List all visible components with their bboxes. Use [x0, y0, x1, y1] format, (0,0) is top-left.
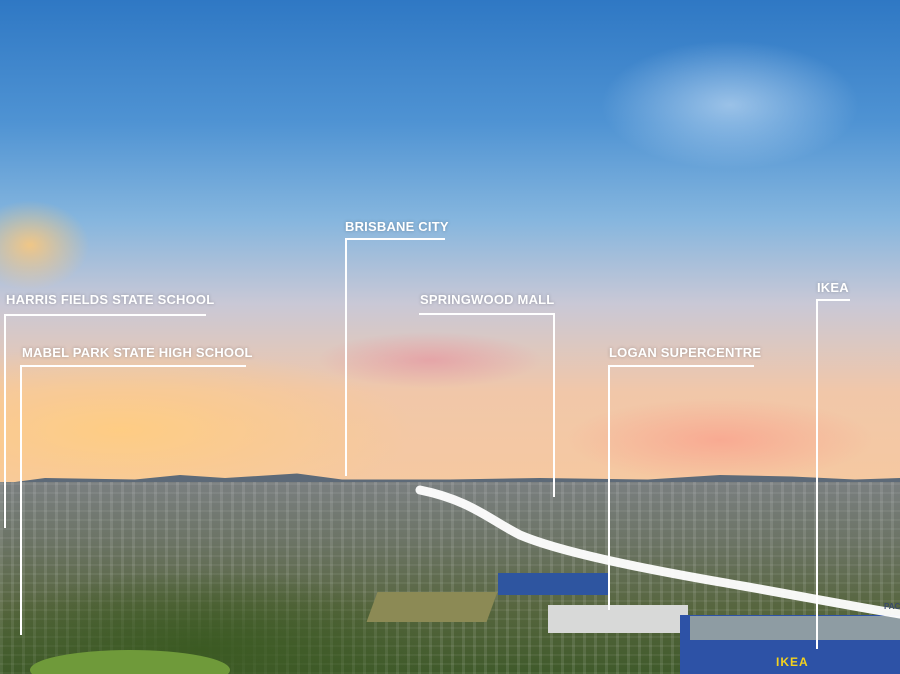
mabel-park-leader-vertical	[20, 365, 22, 635]
label-springwood-mall: SPRINGWOOD MALL	[420, 292, 555, 307]
label-harris-fields-state-school: HARRIS FIELDS STATE SCHOOL	[6, 292, 215, 307]
label-ikea: IKEA	[817, 280, 849, 295]
label-brisbane-city: BRISBANE CITY	[345, 219, 449, 234]
blue-roof-building	[498, 573, 608, 595]
label-mabel-park-state-high-school: MABEL PARK STATE HIGH SCHOOL	[22, 345, 253, 360]
highway-partial-label: PAC	[884, 602, 900, 611]
springwood-mall-leader-horizontal	[419, 313, 555, 315]
highway-path	[415, 485, 900, 619]
brisbane-city-leader-horizontal	[345, 238, 445, 240]
logan-supercentre-leader-horizontal	[608, 365, 754, 367]
ikea-store-sign: IKEA	[776, 655, 809, 669]
harris-fields-leader-vertical	[4, 314, 6, 528]
ikea-leader-vertical	[816, 299, 818, 649]
label-logan-supercentre: LOGAN SUPERCENTRE	[609, 345, 762, 360]
mabel-park-leader-horizontal	[20, 365, 246, 367]
cloud	[600, 40, 860, 170]
brisbane-city-leader-vertical	[345, 238, 347, 476]
supercentre-roof	[548, 605, 688, 633]
harris-fields-leader-horizontal	[4, 314, 206, 316]
logan-supercentre-leader-vertical	[608, 365, 610, 610]
springwood-mall-leader-vertical	[553, 313, 555, 497]
ikea-leader-horizontal	[816, 299, 850, 301]
ikea-roof	[690, 616, 900, 640]
